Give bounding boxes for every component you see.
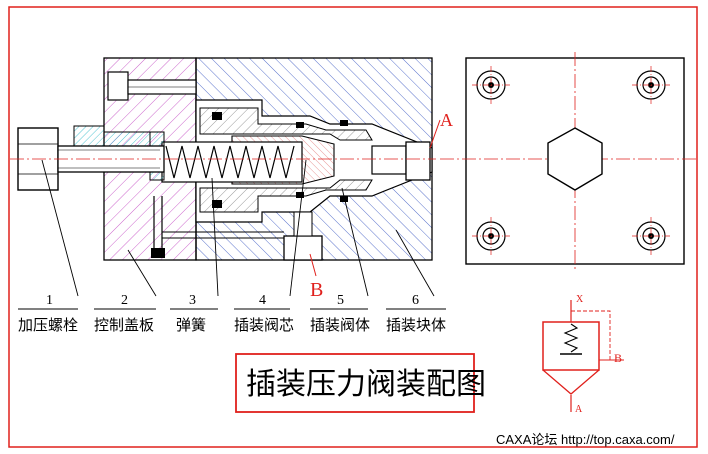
part-item: 4 插装阀芯	[234, 293, 294, 334]
section-view: A B	[10, 57, 453, 301]
part-name: 加压螺栓	[18, 316, 78, 334]
spring	[161, 141, 303, 183]
svg-text:3: 3	[189, 293, 196, 308]
part-name: 控制盖板	[94, 316, 154, 334]
part-list: 1 加压螺栓 2 控制盖板 3 弹簧 4 插装阀芯 5 插装阀体 6 插装块体	[18, 293, 446, 334]
pressure-bolt	[17, 127, 165, 191]
part-name: 插装阀芯	[234, 316, 294, 334]
part-item: 6 插装块体	[386, 293, 446, 334]
part-item: 5 插装阀体	[310, 293, 370, 334]
drawing-title: 插装压力阀装配图	[246, 367, 486, 402]
hydraulic-symbol: X B A	[542, 294, 624, 415]
svg-text:4: 4	[259, 293, 266, 308]
drawing-border	[8, 6, 698, 448]
svg-text:5: 5	[337, 293, 344, 308]
part-name: 插装阀体	[310, 316, 370, 334]
part-item: 3 弹簧	[170, 293, 218, 334]
part-item: 1 加压螺栓	[18, 293, 78, 334]
watermark: CAXA论坛 http://top.caxa.com/	[496, 432, 675, 447]
svg-text:6: 6	[412, 293, 419, 308]
end-view	[440, 52, 696, 270]
symbol-port-x: X	[576, 294, 584, 305]
section-marker-b: B	[310, 279, 323, 301]
svg-text:2: 2	[121, 293, 128, 308]
title-box	[235, 353, 475, 413]
symbol-port-a: A	[575, 404, 583, 415]
hex-plug	[547, 127, 603, 191]
part-leaders	[41, 159, 435, 297]
part-name: 插装块体	[386, 316, 446, 334]
symbol-port-b: B	[614, 351, 622, 365]
part-name: 弹簧	[176, 316, 206, 334]
svg-text:1: 1	[46, 293, 53, 308]
part-item: 2 控制盖板	[94, 293, 156, 334]
section-marker-a: A	[440, 110, 453, 130]
